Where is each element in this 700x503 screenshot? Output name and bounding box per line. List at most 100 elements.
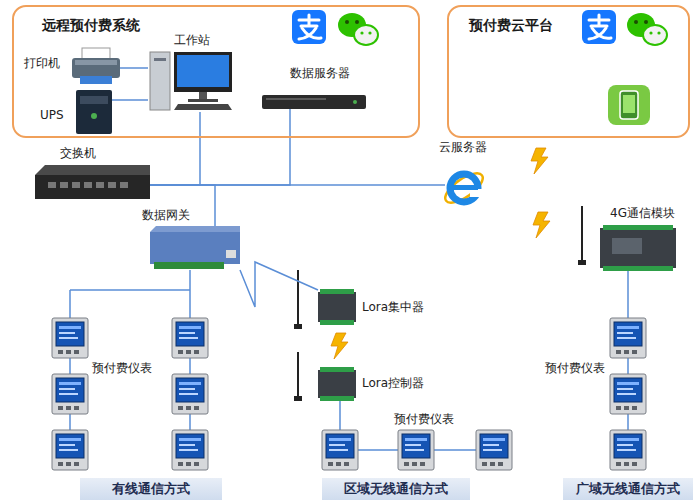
ups-symbol: [80, 96, 108, 104]
ie-cloud-icon: [441, 168, 487, 208]
switch-symbol: [35, 165, 150, 199]
workstation-symbol: [154, 58, 166, 61]
ups-symbol: [91, 113, 97, 119]
4g-module-symbol: [578, 206, 676, 271]
gateway-symbol: [154, 262, 224, 269]
gateway-symbol: [226, 250, 236, 258]
ups-symbol: [76, 90, 112, 134]
connector-line: [150, 109, 290, 185]
device-label: 打印机: [24, 56, 60, 70]
printer-box: 打印机: [72, 48, 120, 86]
device-label: UPS: [40, 108, 64, 122]
device-label: 交换机: [60, 146, 96, 160]
wireless-bolt: [531, 148, 548, 174]
meter-symbol: [52, 374, 88, 414]
switch-symbol: [35, 175, 150, 199]
gateway-symbol: [150, 226, 240, 232]
meter-symbol: [610, 374, 646, 414]
device-label: 工作站: [174, 33, 210, 47]
gateway-symbol: [150, 232, 240, 264]
gateway-box: 数据网关: [150, 226, 240, 270]
lora-controller-symbol: [294, 352, 356, 401]
meter-symbol: [52, 318, 646, 470]
meter-symbol: [610, 318, 646, 358]
printer-symbol: [72, 58, 120, 78]
4g-module-symbol: [581, 206, 583, 262]
meter-label: 预付费仪表: [545, 361, 605, 375]
mode-band: 有线通信方式: [80, 478, 222, 500]
lora-concentrator-symbol: [294, 270, 356, 329]
app-icons: [627, 13, 667, 45]
printer-symbol: [75, 60, 117, 65]
phone-icon: [608, 85, 650, 125]
4g-module-symbol: [603, 266, 673, 271]
server-symbol: [353, 100, 357, 104]
lora-concentrator-symbol: [294, 324, 302, 329]
switch-symbol: [108, 182, 116, 188]
connector-line: [240, 262, 318, 307]
meter-symbol: [52, 318, 88, 358]
4g-module-symbol: [612, 238, 642, 254]
workstation-symbol: [150, 52, 170, 110]
lora-concentrator-symbol: [318, 292, 356, 322]
ie-cloud-icon: [450, 174, 478, 202]
controller-box: Lora控制器: [318, 368, 356, 400]
switch-symbol: [96, 182, 104, 188]
meter-symbol: [322, 430, 358, 470]
system-region: 打印机UPS工作站数据服务器远程预付费系统: [12, 5, 420, 138]
device-label: 4G通信模块: [610, 206, 675, 220]
switch-symbol: [84, 182, 92, 188]
ups-symbol: [76, 90, 112, 134]
lora-controller-symbol: [320, 367, 354, 372]
workstation-symbol: [188, 99, 218, 102]
device-label: 数据网关: [142, 208, 190, 222]
meter-symbol: [172, 318, 208, 358]
device-label: 云服务器: [439, 140, 487, 154]
mode-band: 广域无线通信方式: [563, 478, 693, 500]
switch-box: 交换机: [35, 165, 150, 201]
app-icons: [292, 10, 326, 44]
workstation-symbol: [199, 92, 207, 100]
meter-symbol: [398, 430, 434, 470]
app-icons: [292, 10, 667, 45]
phone-icon: [623, 95, 635, 113]
printer-symbol: [72, 48, 120, 84]
server-symbol: [262, 95, 366, 109]
device-label: Lora控制器: [362, 376, 424, 390]
band-label: 广域无线通信方式: [576, 481, 680, 497]
meter-label: 预付费仪表: [394, 412, 454, 426]
app-icons: [582, 10, 616, 44]
switch-symbol: [35, 165, 150, 175]
meter-symbol: [172, 430, 208, 470]
lora-concentrator-symbol: [297, 270, 299, 326]
meter-symbol: [610, 430, 646, 470]
server-symbol: [262, 95, 366, 109]
ie-cloud-icon: [441, 168, 487, 208]
wireless-bolt: [533, 212, 550, 238]
lora-controller-symbol: [320, 396, 354, 401]
workstation-symbol: [174, 104, 232, 110]
phone-icon: [608, 85, 650, 125]
ups-box: UPS: [76, 90, 112, 134]
lora-concentrator-symbol: [320, 320, 354, 325]
server-symbol: [266, 98, 326, 100]
connector-line: [120, 67, 148, 69]
meter-symbol: [476, 430, 512, 470]
switch-symbol: [60, 182, 68, 188]
4g-module-symbol: [600, 228, 676, 268]
lora-concentrator-symbol: [320, 289, 354, 294]
workstation-box: 工作站: [148, 50, 232, 112]
connector-line: [150, 112, 200, 185]
4g-module-symbol: [578, 260, 586, 265]
meter-label: 预付费仪表: [92, 361, 152, 375]
concentrator-box: Lora集中器: [318, 290, 356, 324]
region-title: 预付费云平台: [469, 17, 553, 34]
switch-symbol: [72, 182, 80, 188]
band-label: 区域无线通信方式: [344, 481, 448, 497]
band-label: 有线通信方式: [112, 481, 190, 497]
gateway-symbol: [150, 226, 240, 269]
wireless-bolt: [331, 333, 348, 359]
bus-wire: [70, 270, 628, 450]
